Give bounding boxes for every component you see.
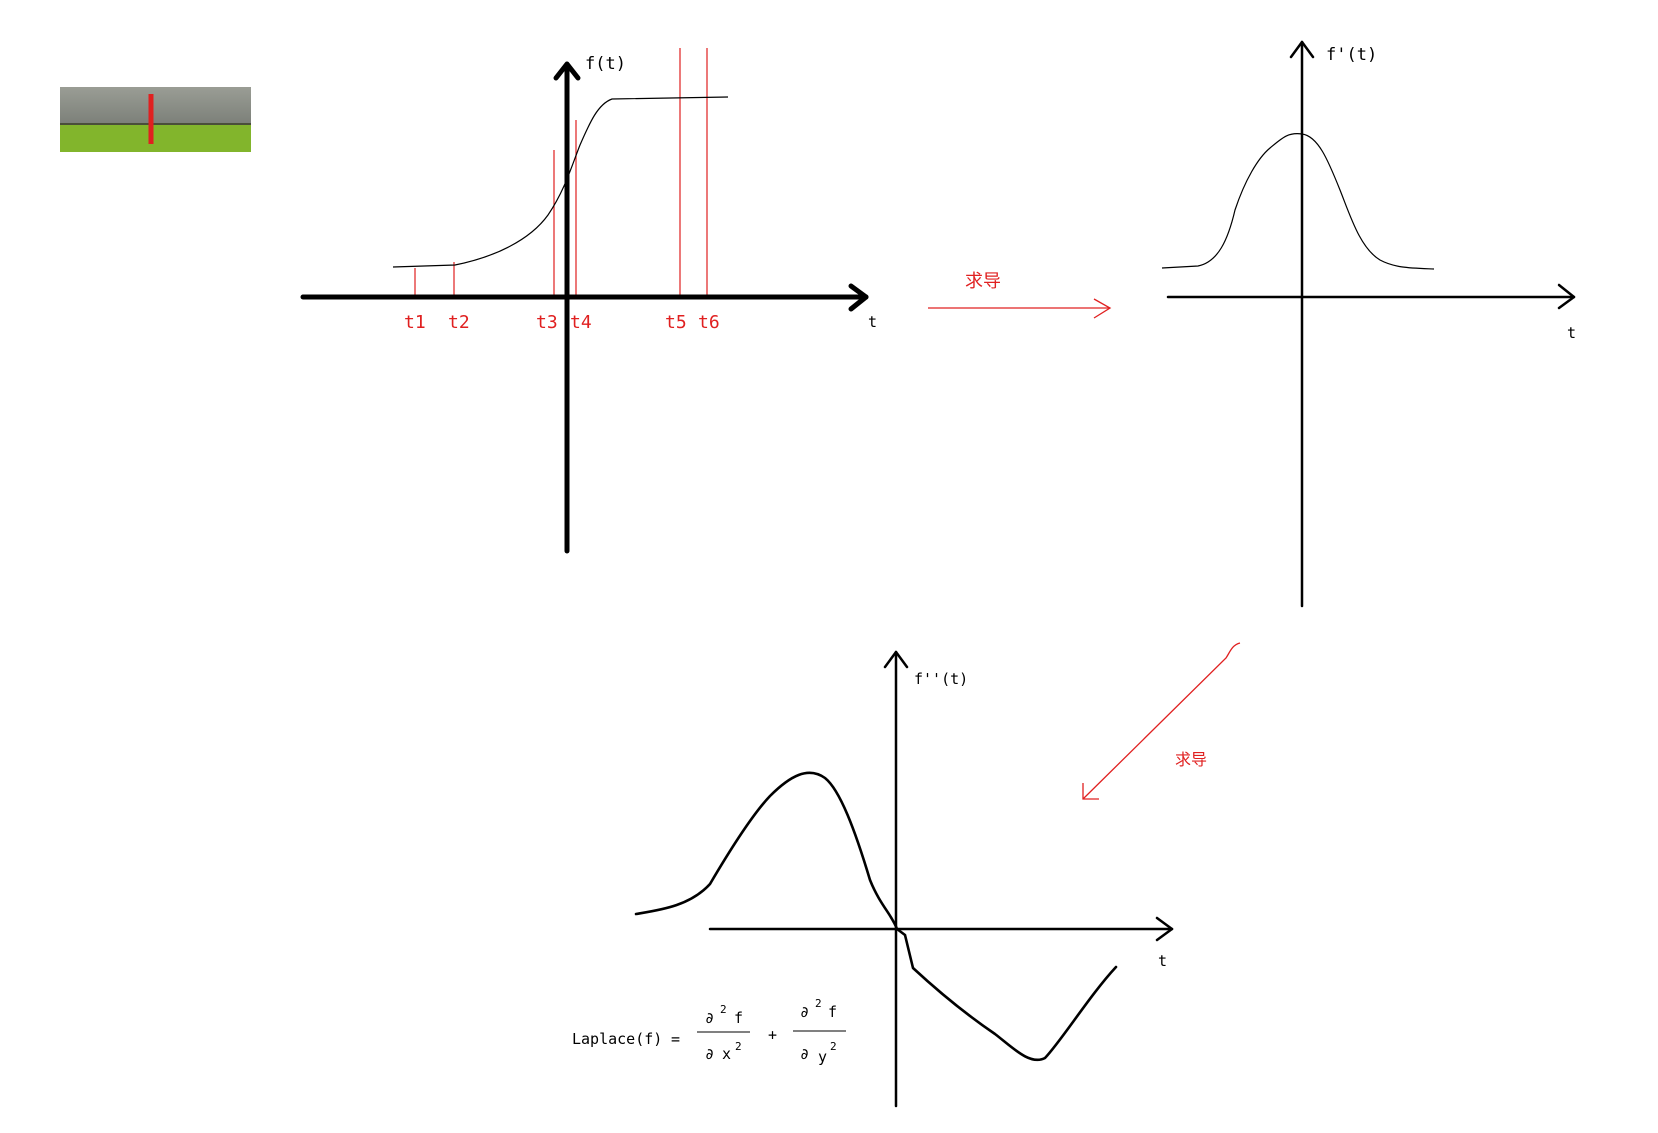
thumbnail-top-band (60, 87, 251, 124)
second-derivative-curve (634, 771, 1118, 1062)
equation-plus: + (768, 1026, 777, 1044)
tick-label-t5: t5 (665, 312, 687, 333)
x-axis-arrowhead (1557, 283, 1576, 310)
fraction1-partial-top: ∂ (705, 1009, 714, 1027)
sigmoid-curve (392, 96, 729, 268)
tick-label-t2: t2 (448, 312, 470, 333)
fraction2-partial-bottom: ∂ (800, 1045, 809, 1063)
equation-equals: = (671, 1030, 680, 1048)
tick-label-t3: t3 (536, 312, 558, 333)
x-axis-label: t (1567, 324, 1576, 342)
arrow-head (1093, 298, 1112, 319)
arrow-head (1082, 783, 1099, 800)
y-axis-label: f''(t) (914, 670, 968, 688)
x-axis-label: t (868, 313, 877, 331)
fraction2-partial-top: ∂ (800, 1003, 809, 1021)
fraction2-exponent-bottom: 2 (830, 1040, 837, 1053)
y-axis-label: f(t) (585, 54, 626, 74)
thumbnail-bottom-band (60, 124, 251, 152)
laplace-equation: Laplace(f) = ∂ 2 f ∂ x 2 + ∂ 2 f ∂ y 2 (572, 997, 846, 1066)
tick-label-t6: t6 (698, 312, 720, 333)
arrow-label: 求导 (1175, 750, 1207, 769)
arrow-shaft (1082, 642, 1241, 800)
y-axis-arrowhead (553, 61, 581, 81)
x-axis-arrowhead (848, 283, 869, 312)
fraction1-numerator-var: f (734, 1009, 743, 1027)
fraction1-partial-bottom: ∂ (705, 1045, 714, 1063)
fraction2-numerator-var: f (828, 1003, 837, 1021)
fraction2-denominator-var: y (818, 1048, 827, 1066)
graph-f-double-prime: f''(t) t (634, 650, 1174, 1108)
y-axis-arrowhead (883, 650, 909, 669)
x-axis-label: t (1158, 952, 1167, 970)
fraction1-exponent-top: 2 (720, 1003, 727, 1016)
graph-f: f(t) t t1 t2 t3 t4 t5 t6 (300, 48, 877, 554)
bell-curve (1161, 133, 1435, 270)
tick-label-t4: t4 (570, 312, 592, 333)
thumbnail-image (60, 87, 251, 152)
arrow-label: 求导 (965, 271, 1001, 292)
x-axis-arrowhead (1155, 916, 1174, 942)
y-axis-arrowhead (1289, 40, 1315, 59)
fraction1-exponent-bottom: 2 (735, 1040, 742, 1053)
y-axis-label: f'(t) (1326, 45, 1377, 65)
fraction1-denominator-var: x (722, 1045, 731, 1063)
graph-f-prime: f'(t) t (1161, 40, 1576, 608)
equation-lhs: Laplace(f) (572, 1030, 662, 1048)
tick-label-t1: t1 (404, 312, 426, 333)
derivative-arrow-diagonal: 求导 (1082, 642, 1241, 800)
derivative-arrow-right: 求导 (928, 271, 1112, 319)
fraction2-exponent-top: 2 (815, 997, 822, 1010)
